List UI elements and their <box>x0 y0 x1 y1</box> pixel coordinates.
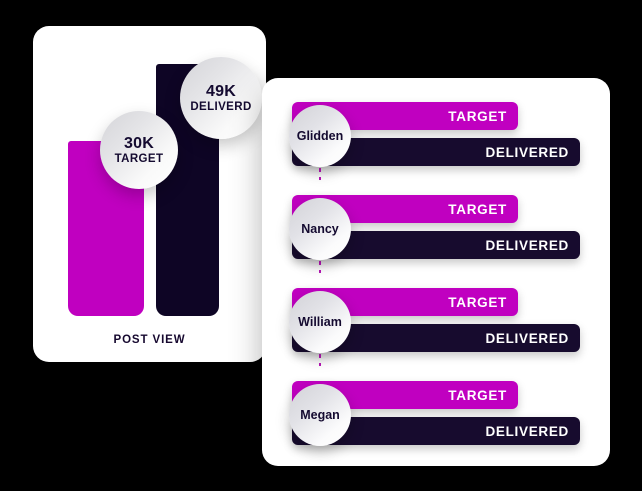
post-view-label: POST VIEW <box>113 334 186 346</box>
person-name: William <box>298 315 342 329</box>
people-rows: TARGET DELIVERED Glidden TARGET DELIVERE… <box>262 78 610 466</box>
avatar[interactable]: William <box>289 291 351 353</box>
people-performance-card: TARGET DELIVERED Glidden TARGET DELIVERE… <box>262 78 610 466</box>
bubble-target[interactable]: 30K TARGET <box>100 111 178 189</box>
table-row[interactable]: TARGET DELIVERED William <box>262 284 610 356</box>
bubble-delivered-value: 49K <box>206 82 236 100</box>
row-delivered-label: DELIVERED <box>485 423 569 439</box>
row-delivered-label: DELIVERED <box>485 237 569 253</box>
bubble-delivered-label: DELIVERD <box>190 100 252 113</box>
table-row[interactable]: TARGET DELIVERED Glidden <box>262 98 610 170</box>
row-target-label: TARGET <box>448 387 507 403</box>
avatar[interactable]: Glidden <box>289 105 351 167</box>
row-target-label: TARGET <box>448 201 507 217</box>
row-delivered-label: DELIVERED <box>485 330 569 346</box>
row-target-label: TARGET <box>448 294 507 310</box>
row-delivered-label: DELIVERED <box>485 144 569 160</box>
row-target-label: TARGET <box>448 108 507 124</box>
bubble-target-value: 30K <box>124 134 154 152</box>
table-row[interactable]: TARGET DELIVERED Megan <box>262 377 610 449</box>
post-view-card: 30K TARGET 49K DELIVERD POST VIEW <box>33 26 266 362</box>
person-name: Megan <box>300 408 340 422</box>
table-row[interactable]: TARGET DELIVERED Nancy <box>262 191 610 263</box>
post-view-bars: 30K TARGET 49K DELIVERD POST VIEW <box>33 26 266 362</box>
avatar[interactable]: Nancy <box>289 198 351 260</box>
bubble-target-label: TARGET <box>114 152 164 165</box>
avatar[interactable]: Megan <box>289 384 351 446</box>
person-name: Nancy <box>301 222 339 236</box>
bubble-delivered[interactable]: 49K DELIVERD <box>180 57 262 139</box>
person-name: Glidden <box>296 129 344 143</box>
